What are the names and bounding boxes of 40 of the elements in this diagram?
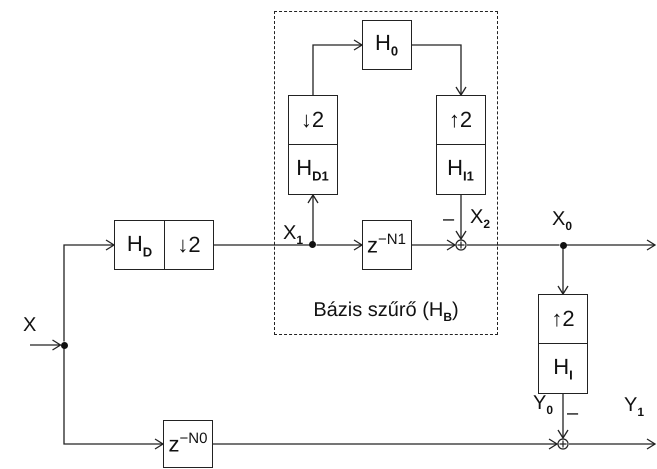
summing-junction	[454, 238, 466, 250]
junction-dot	[560, 242, 566, 248]
block-box: ↑2	[538, 294, 588, 344]
signal-arrow	[63, 239, 115, 342]
block-box: ↑2	[436, 94, 486, 144]
signal-arrow	[455, 195, 467, 240]
signal-arrow	[566, 239, 656, 251]
signal-arrow	[307, 194, 319, 242]
block-box: z$^{−N0}$	[163, 420, 213, 468]
signal-line	[467, 244, 560, 246]
signal-arrow	[557, 394, 569, 439]
signal-label: X$_{2}$	[470, 206, 490, 231]
signal-label: Y$_{0}$	[533, 392, 554, 417]
signal-arrow	[316, 239, 363, 251]
signal-label: Y$_{1}$	[624, 394, 644, 419]
block-box: z$^{−N1}$	[362, 220, 412, 270]
summing-junction	[557, 438, 569, 450]
subsystem-label: Bázis szűrő (H$_{B}$)	[312, 299, 460, 324]
subsystem-frame	[274, 11, 498, 335]
junction-dot	[309, 241, 316, 248]
signal-arrow	[213, 438, 558, 450]
junction-dot	[60, 342, 68, 348]
signal-arrow	[63, 348, 164, 450]
signal-arrow	[557, 248, 569, 295]
block-box: ↓2	[288, 94, 338, 144]
block-box: H$_{0}$	[362, 20, 412, 70]
block-box: ↓2	[164, 220, 214, 270]
signal-label: X$_{1}$	[283, 222, 304, 247]
signal-label: X	[23, 314, 36, 337]
block-box: H$_{D}$	[114, 220, 165, 270]
signal-line	[214, 244, 310, 246]
signal-arrow	[412, 44, 467, 96]
signal-arrow	[569, 438, 656, 450]
signal-arrow	[312, 39, 363, 95]
signal-label: –	[443, 208, 454, 231]
block-box: H$_{I}$	[538, 343, 588, 394]
signal-label: –	[567, 402, 578, 425]
signal-arrow	[30, 339, 62, 351]
signal-label: X$_{0}$	[552, 208, 572, 233]
signal-arrow	[412, 239, 456, 251]
